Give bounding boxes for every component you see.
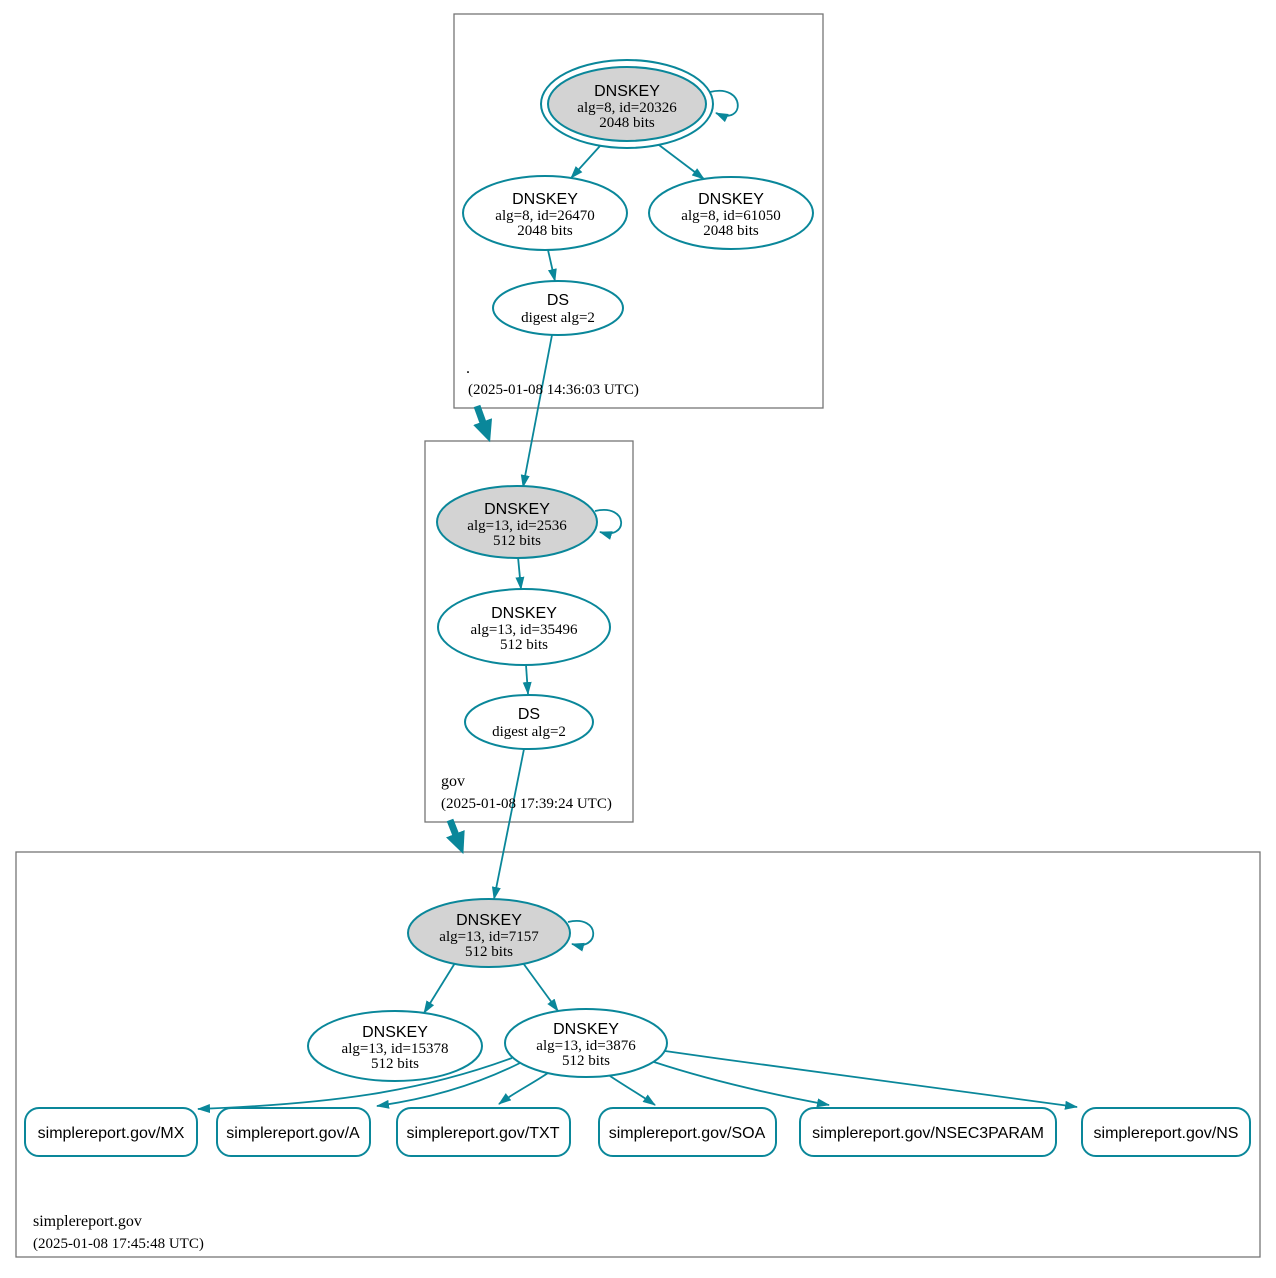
zone-label-simplereport: simplereport.gov [33, 1213, 142, 1230]
node-title: DNSKEY [484, 501, 550, 518]
rrset-label: simplereport.gov/MX [38, 1125, 185, 1142]
edge-sr-ksk-selfloop [567, 919, 595, 952]
rrset-box-soa: simplereport.gov/SOA [598, 1107, 777, 1157]
node-root-zsk-61050: DNSKEY alg=8, id=61050 2048 bits [648, 176, 814, 250]
node-bits: 512 bits [562, 1053, 610, 1069]
node-detail: alg=8, id=26470 [495, 208, 594, 224]
rrset-label: simplereport.gov/NSEC3PARAM [812, 1125, 1044, 1142]
node-bits: 512 bits [500, 637, 548, 653]
rrset-box-nsec3param: simplereport.gov/NSEC3PARAM [799, 1107, 1057, 1157]
node-detail: alg=8, id=61050 [681, 208, 780, 224]
edge-sr-zsk2-to-mx [197, 1057, 513, 1114]
zone-label-gov: gov [441, 773, 465, 790]
edge-gov-ds-to-sr-ksk [491, 748, 525, 900]
node-title: DNSKEY [362, 1024, 428, 1041]
node-title: DNSKEY [553, 1021, 619, 1038]
node-detail: alg=13, id=7157 [439, 929, 539, 945]
node-sr-ksk-7157: DNSKEY alg=13, id=7157 512 bits [407, 898, 571, 968]
node-bits: 2048 bits [599, 115, 655, 131]
node-sr-zsk-3876: DNSKEY alg=13, id=3876 512 bits [504, 1008, 668, 1078]
edge-gov-ksk-to-zsk [515, 556, 525, 590]
edge-root-to-gov-delegation [473, 404, 493, 443]
node-bits: 2048 bits [703, 223, 759, 239]
node-detail: alg=8, id=20326 [577, 100, 677, 116]
rrset-label: simplereport.gov/NS [1094, 1125, 1239, 1142]
node-root-ds: DS digest alg=2 [492, 280, 624, 336]
rrset-box-mx: simplereport.gov/MX [24, 1107, 198, 1157]
node-detail: alg=13, id=35496 [471, 622, 578, 638]
edge-gov-ksk-selfloop [594, 508, 622, 540]
node-title: DS [518, 706, 540, 723]
node-title: DNSKEY [512, 191, 578, 208]
node-bits: 512 bits [371, 1056, 419, 1072]
zone-timestamp-simplereport: (2025-01-08 17:45:48 UTC) [33, 1236, 204, 1252]
node-root-zsk-26470: DNSKEY alg=8, id=26470 2048 bits [462, 175, 628, 251]
node-gov-ksk-2536: DNSKEY alg=13, id=2536 512 bits [436, 485, 598, 559]
node-title: DS [547, 292, 569, 309]
edge-sr-zsk2-to-soa [609, 1075, 656, 1106]
node-bits: 512 bits [493, 533, 541, 549]
edge-root-ksk-to-zsk1 [570, 145, 601, 179]
node-title: DNSKEY [456, 912, 522, 929]
node-detail: digest alg=2 [492, 724, 566, 740]
rrset-label: simplereport.gov/A [226, 1125, 360, 1142]
edge-sr-zsk2-to-ns [664, 1050, 1078, 1110]
node-detail: alg=13, id=3876 [536, 1038, 636, 1054]
node-detail: digest alg=2 [521, 310, 595, 326]
edge-root-ksk-to-zsk2 [658, 144, 705, 180]
edge-gov-zsk-to-ds [522, 664, 532, 695]
edge-sr-zsk2-to-nsec3param [653, 1061, 830, 1108]
node-root-ksk-20326: DNSKEY alg=8, id=20326 2048 bits [540, 59, 714, 149]
edge-sr-ksk-to-zsk1 [423, 962, 456, 1014]
edge-sr-zsk2-to-txt [498, 1072, 549, 1105]
node-bits: 2048 bits [517, 223, 573, 239]
node-detail: alg=13, id=2536 [467, 518, 567, 534]
zone-timestamp-root: (2025-01-08 14:36:03 UTC) [468, 382, 639, 398]
node-gov-ds: DS digest alg=2 [464, 694, 594, 750]
zone-label-root: . [466, 360, 470, 377]
node-gov-zsk-35496: DNSKEY alg=13, id=35496 512 bits [437, 588, 611, 666]
rrset-label: simplereport.gov/TXT [407, 1125, 560, 1142]
edge-root-ds-to-gov-ksk [520, 334, 553, 488]
zone-timestamp-gov: (2025-01-08 17:39:24 UTC) [441, 796, 612, 812]
edge-sr-ksk-to-zsk2 [522, 962, 559, 1012]
edge-sr-zsk2-to-a [376, 1062, 521, 1109]
node-title: DNSKEY [698, 191, 764, 208]
node-title: DNSKEY [491, 605, 557, 622]
rrset-box-a: simplereport.gov/A [216, 1107, 371, 1157]
node-title: DNSKEY [594, 83, 660, 100]
node-bits: 512 bits [465, 944, 513, 960]
edge-root-ksk-selfloop [709, 89, 739, 123]
node-sr-zsk-15378: DNSKEY alg=13, id=15378 512 bits [307, 1010, 483, 1082]
rrset-box-txt: simplereport.gov/TXT [396, 1107, 571, 1157]
node-detail: alg=13, id=15378 [342, 1041, 449, 1057]
edge-gov-to-sr-delegation [446, 818, 465, 855]
edge-root-zsk1-to-ds [547, 249, 557, 282]
rrset-box-ns: simplereport.gov/NS [1081, 1107, 1251, 1157]
rrset-label: simplereport.gov/SOA [609, 1125, 766, 1142]
